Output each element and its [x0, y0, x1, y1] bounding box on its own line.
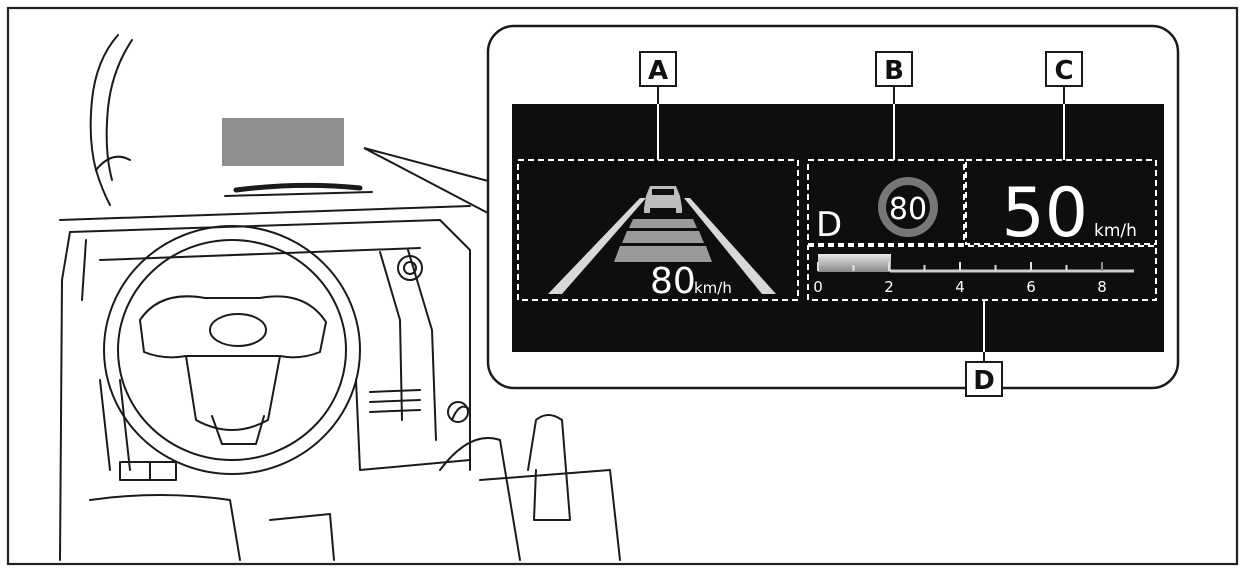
cruise-speed-unit: km/h	[694, 279, 732, 297]
callout-a: A	[639, 51, 677, 87]
speed-limit-sign-icon	[878, 177, 938, 237]
callout-pointer-lower	[363, 147, 493, 183]
preceding-vehicle-icon	[644, 186, 682, 213]
callout-c: C	[1045, 51, 1083, 87]
cruise-set-speed: 80	[650, 261, 696, 302]
gear-and-sign-display: D 80	[816, 177, 938, 245]
callout-b-label: B	[884, 56, 904, 86]
hud-display	[512, 104, 1164, 352]
gear-shifter	[527, 414, 567, 471]
distance-bar-3	[629, 219, 697, 228]
steering-wheel-rim	[103, 225, 361, 475]
dashboard-outline	[69, 219, 471, 441]
distance-bar-1	[614, 246, 712, 262]
tachometer-tick-label: 8	[1097, 278, 1107, 296]
tachometer-tick-label: 6	[1026, 278, 1036, 296]
current-speed-unit: km/h	[1094, 221, 1137, 241]
tachometer-display: 0 2 4 6 8	[813, 254, 1134, 296]
callout-a-label: A	[648, 56, 668, 86]
callout-pointer-upper	[363, 147, 506, 223]
a-pillar-inner	[105, 39, 133, 181]
lower-switch-panel	[119, 461, 177, 481]
callout-b: B	[875, 51, 913, 87]
lane-line-left	[548, 198, 646, 294]
callout-d-label: D	[973, 366, 995, 396]
callout-d: D	[965, 361, 1003, 397]
tachometer-fill	[818, 254, 891, 272]
dash-top-edge	[59, 205, 471, 221]
tachometer-tick-label: 4	[955, 278, 965, 296]
hud-projection-area	[222, 118, 344, 166]
region-c-outline	[965, 159, 1157, 245]
callout-leader-lines	[657, 86, 1065, 104]
region-d-outline	[807, 245, 1157, 301]
hud-projector-slot	[233, 182, 363, 193]
tachometer-tick-label: 2	[884, 278, 894, 296]
driving-assist-display: 80 km/h	[548, 186, 776, 302]
tachometer-tick-label: 0	[813, 278, 823, 296]
speed-limit-value: 80	[889, 192, 927, 227]
callout-c-label: C	[1054, 56, 1073, 86]
distance-bar-2	[622, 231, 704, 243]
steering-wheel-spokes	[139, 295, 327, 359]
car-interior-drawing	[59, 34, 621, 561]
air-vent	[397, 255, 423, 281]
a-pillar	[89, 34, 119, 206]
current-speed: 50	[1001, 174, 1088, 253]
center-console	[439, 437, 521, 561]
steering-wheel-emblem	[209, 313, 267, 347]
shift-position: D	[816, 205, 842, 245]
lane-line-right	[684, 198, 776, 294]
speedometer-display: 50 km/h	[1001, 174, 1136, 253]
